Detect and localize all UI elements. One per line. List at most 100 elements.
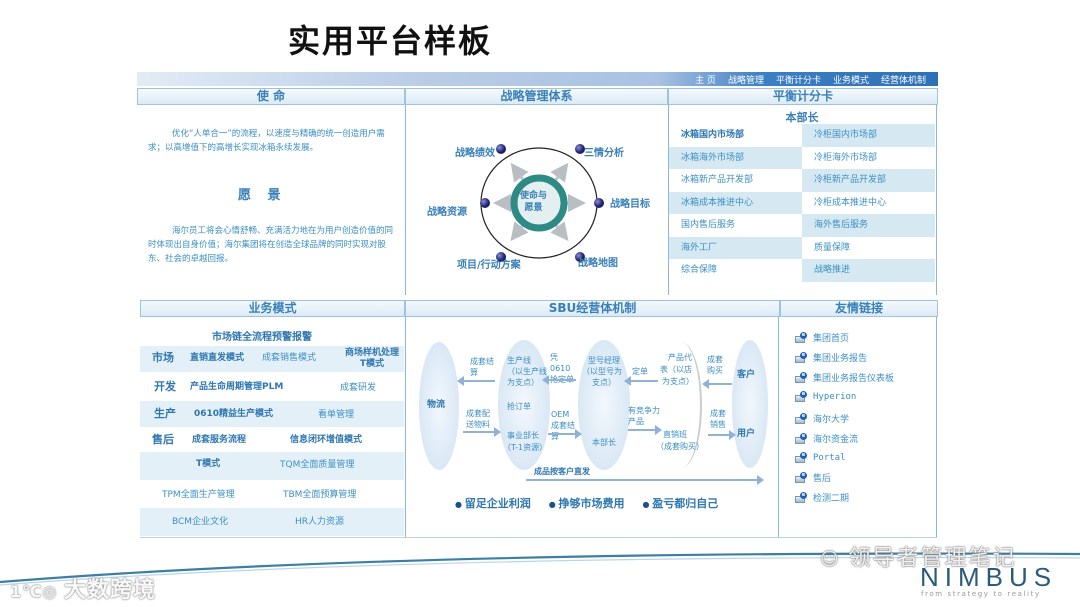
bm-title: 市场链全流程预警报警 bbox=[212, 332, 312, 343]
sbu-text: （T-1资源） bbox=[503, 443, 548, 452]
bm-cell[interactable]: 成套服务流程 bbox=[192, 435, 247, 445]
wheel-node-goals[interactable]: 战略目标 bbox=[610, 199, 650, 210]
ie-link-icon: e bbox=[795, 332, 807, 343]
motto-item: 留足企业利润 bbox=[455, 495, 531, 511]
oval-production bbox=[498, 340, 550, 470]
nimbus-logo: NIMBUS bbox=[920, 562, 1058, 592]
bm-cell[interactable]: TBM全面预算管理 bbox=[283, 490, 357, 500]
sbu-text: 事业部长 bbox=[507, 431, 539, 440]
bsc-cell[interactable]: 冰箱成本推进中心 bbox=[669, 191, 802, 214]
link-label[interactable]: 集团首页 bbox=[813, 334, 850, 344]
wheel-node-analysis[interactable]: 三情分析 bbox=[584, 148, 624, 159]
wheel-node-action-plan[interactable]: 项目/行动方案 bbox=[457, 260, 521, 271]
bm-row-label: 售后 bbox=[152, 433, 174, 446]
wheel-node-performance[interactable]: 战略绩效 bbox=[455, 148, 495, 159]
bsc-cell[interactable]: 综合保障 bbox=[681, 265, 718, 275]
bm-row-label: 生产 bbox=[154, 407, 176, 420]
nav-bsc[interactable]: 平衡计分卡 bbox=[775, 75, 821, 86]
oval-customer bbox=[732, 340, 768, 468]
portal-nav-bar: 主 页 战略管理 平衡计分卡 业务模式 经营体机制 bbox=[137, 72, 938, 86]
bsc-cell[interactable]: 冷柜国内市场部 bbox=[802, 124, 935, 147]
wheel-node-map[interactable]: 战略地图 bbox=[578, 258, 618, 269]
link-group-home[interactable]: e 集团首页 bbox=[795, 331, 849, 344]
bm-cell[interactable]: 直销直发模式 bbox=[190, 353, 245, 363]
nav-strategy[interactable]: 战略管理 bbox=[727, 75, 764, 86]
sbu-user: 用户 bbox=[737, 429, 756, 439]
arrow-left bbox=[457, 376, 495, 386]
arrow-right bbox=[548, 429, 582, 439]
sbu-text: 直销班 bbox=[663, 430, 687, 439]
arrow-label: 成套结算 bbox=[470, 357, 494, 377]
nimbus-tagline: from strategy to reality bbox=[921, 590, 1041, 598]
wheel-node-resources[interactable]: 战略资源 bbox=[427, 207, 467, 218]
watermark-left-text: 大数跨境 bbox=[64, 578, 157, 603]
bm-cell[interactable]: BCM企业文化 bbox=[172, 517, 229, 527]
bm-cell[interactable]: 商场样机处理T模式 bbox=[344, 348, 399, 369]
link-label[interactable]: 集团业务报告仪表板 bbox=[813, 374, 895, 384]
bm-cell[interactable]: T模式 bbox=[196, 459, 221, 469]
decorative-swoosh bbox=[0, 552, 1080, 586]
sbu-text: 表（以店 bbox=[660, 365, 692, 374]
bm-cell[interactable]: 0610精益生产模式 bbox=[194, 409, 274, 419]
bsc-cell[interactable]: 冷柜新产品开发部 bbox=[802, 169, 935, 192]
oval-logistics bbox=[419, 342, 459, 470]
link-inspection-phase2[interactable]: e 检测二期 bbox=[795, 491, 849, 504]
divider bbox=[405, 317, 406, 537]
arrow-label: 成套配送物料 bbox=[466, 409, 490, 429]
sbu-text: 本部长 bbox=[592, 438, 616, 447]
arrow-label: 成品按客户直发 bbox=[534, 467, 590, 476]
link-label[interactable]: Portal bbox=[813, 452, 846, 463]
bsc-cell[interactable]: 冷柜海外市场部 bbox=[814, 152, 878, 163]
bsc-cell[interactable]: 冰箱海外市场部 bbox=[669, 146, 802, 169]
sbu-motto: 留足企业利润 挣够市场费用 盈亏都归自己 bbox=[455, 495, 719, 511]
bsc-cell[interactable]: 质量保障 bbox=[814, 242, 851, 253]
nav-business-model[interactable]: 业务模式 bbox=[832, 75, 869, 86]
link-haier-university[interactable]: e 海尔大学 bbox=[795, 412, 849, 425]
sbu-text: 型号经理 bbox=[588, 356, 620, 365]
bm-cell[interactable]: 成套销售模式 bbox=[262, 353, 317, 363]
sbu-logistics: 物流 bbox=[427, 400, 446, 410]
bm-cell[interactable]: 成套研发 bbox=[340, 383, 377, 393]
watermark-right: ☺ 领导者管理笔记 bbox=[820, 546, 1017, 571]
sbu-text: 产品代 bbox=[668, 353, 692, 362]
bm-cell[interactable]: 产品生命周期管理PLM bbox=[190, 382, 284, 392]
sbu-text: 支点） bbox=[592, 378, 616, 387]
sbu-text: 抢订单 bbox=[507, 402, 531, 411]
bsc-cell[interactable]: 战略推进 bbox=[802, 259, 935, 282]
bm-cell[interactable]: HR人力资源 bbox=[295, 517, 345, 527]
nav-home[interactable]: 主 页 bbox=[695, 75, 716, 86]
bsc-cell[interactable]: 海外售后服务 bbox=[802, 214, 935, 237]
ie-link-icon: e bbox=[795, 413, 807, 424]
bm-cell[interactable]: 看单管理 bbox=[318, 410, 355, 420]
sbu-text: （成套购买） bbox=[656, 442, 704, 451]
divider bbox=[668, 105, 669, 295]
bsc-cell[interactable]: 冷柜成本推进中心 bbox=[814, 197, 887, 208]
link-label[interactable]: 售后 bbox=[813, 474, 832, 484]
link-label[interactable]: 海尔资金流 bbox=[813, 435, 859, 445]
arrow-left bbox=[702, 379, 732, 389]
bsc-cell[interactable]: 海外工厂 bbox=[669, 236, 802, 259]
link-label[interactable]: 集团业务报告 bbox=[813, 354, 868, 364]
wheel-center-line: 愿景 bbox=[524, 203, 543, 213]
bsc-cell[interactable]: 国内售后服务 bbox=[681, 220, 736, 230]
bsc-header: 平衡计分卡 bbox=[668, 88, 938, 105]
bm-cell[interactable]: TQM全面质量管理 bbox=[280, 460, 355, 470]
ie-link-icon: e bbox=[795, 492, 807, 503]
bsc-cell[interactable]: 冰箱新产品开发部 bbox=[681, 175, 754, 185]
bm-cell[interactable]: 信息闭环增值模式 bbox=[290, 435, 363, 445]
bm-cell[interactable]: TPM全面生产管理 bbox=[162, 490, 235, 500]
arrow-label: 定单 bbox=[632, 367, 648, 376]
link-label[interactable]: 检测二期 bbox=[813, 494, 850, 504]
arrow-label: 成套购买 bbox=[707, 355, 723, 375]
bsc-cell[interactable]: 冰箱国内市场部 bbox=[681, 130, 745, 140]
link-label[interactable]: Hyperion bbox=[813, 391, 857, 402]
mission-header: 使 命 bbox=[137, 88, 405, 105]
nav-operating-mechanism[interactable]: 经营体机制 bbox=[880, 75, 926, 86]
link-label[interactable]: 海尔大学 bbox=[813, 415, 850, 425]
